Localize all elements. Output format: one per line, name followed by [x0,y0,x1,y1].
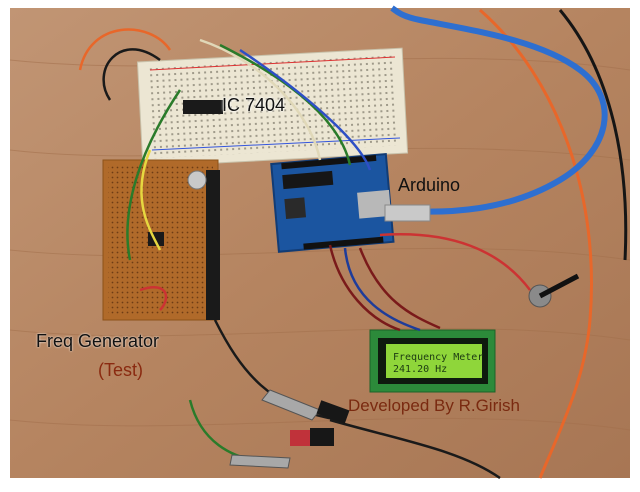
jumper-wires [78,28,531,480]
pcb-potentiometer [187,170,207,190]
black-cable-right [558,9,628,261]
breadboard-blue-rail [151,137,401,151]
lcd-line-2: 241.20 Hz [393,364,448,375]
test-label: (Test) [98,360,143,380]
lcd-line-1: Frequency Meter [393,352,484,363]
orange-wire [479,8,594,479]
usb-plug [384,204,431,222]
usb-cable [389,5,608,215]
ic-7404-label: IC 7404 [222,95,286,115]
potentiometer-knob [538,273,580,299]
arduino-board [270,152,395,253]
freq-generator-label: Freq Generator [36,331,160,351]
breadboard-red-rail [149,56,396,71]
developer-credit-label: Developed By R.Girish [348,396,520,415]
arduino-label: Arduino [398,175,461,195]
pcb-header-strip [206,170,220,320]
ic-7404-chip [183,100,223,114]
lcd-screen [386,344,482,378]
alligator-clips [229,389,350,469]
